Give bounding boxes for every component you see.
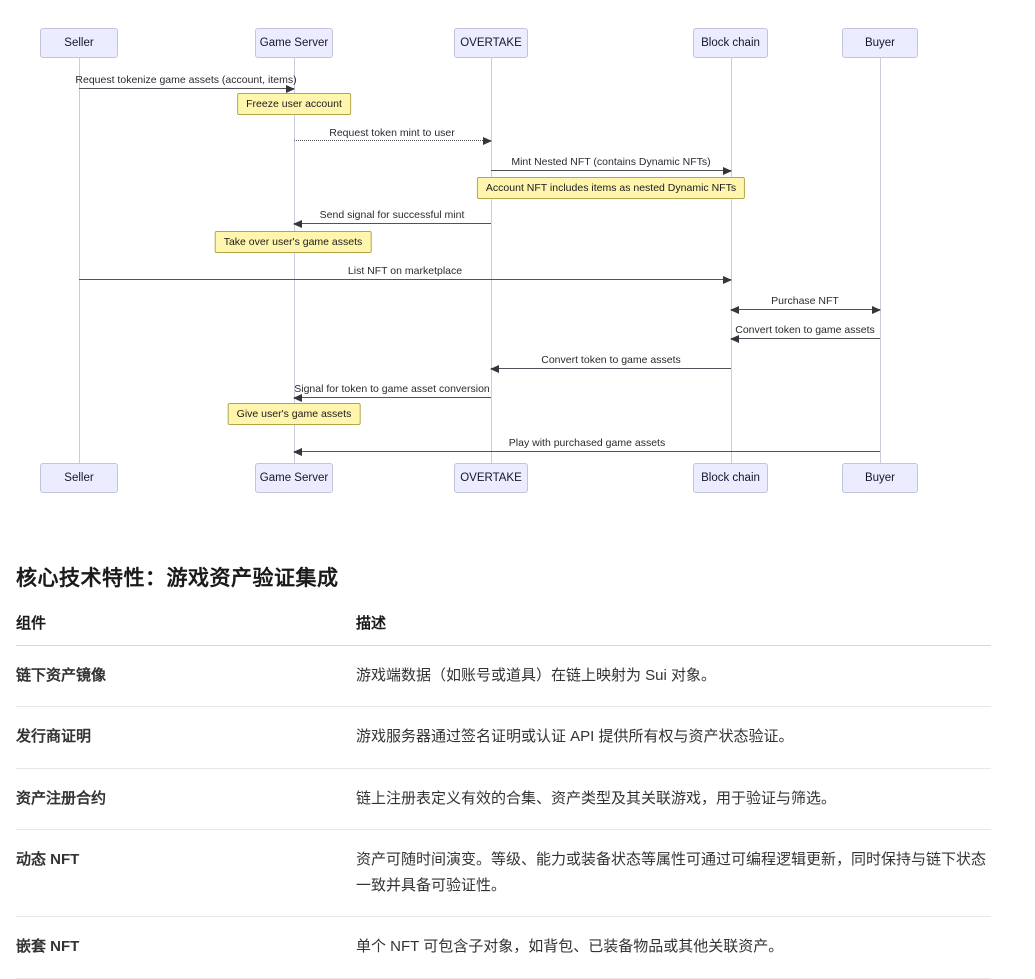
arrowhead-left-icon xyxy=(293,219,302,228)
feature-table: 组件 描述 链下资产镜像 游戏端数据（如账号或道具）在链上映射为 Sui 对象。… xyxy=(16,606,991,979)
lifeline-game-server xyxy=(294,58,295,463)
actor-box-overtake-top: OVERTAKE xyxy=(454,28,528,58)
lifeline-block-chain xyxy=(731,58,732,463)
message-arrow xyxy=(294,136,492,145)
table-row: 嵌套 NFT 单个 NFT 可包含子对象，如背包、已装备物品或其他关联资产。 xyxy=(16,916,991,979)
arrowhead-right-icon xyxy=(483,136,492,145)
message-label: Purchase NFT xyxy=(771,295,839,307)
actor-box-seller-bottom: Seller xyxy=(40,463,118,493)
component-cell: 动态 NFT xyxy=(16,829,356,918)
arrowhead-right-icon xyxy=(723,275,732,284)
component-cell: 资产注册合约 xyxy=(16,768,356,830)
arrowhead-left-icon xyxy=(730,305,739,314)
table-row: 发行商证明 游戏服务器通过签名证明或认证 API 提供所有权与资产状态验证。 xyxy=(16,706,991,769)
note: Take over user's game assets xyxy=(214,231,372,253)
message-arrow xyxy=(79,84,295,93)
component-cell: 嵌套 NFT xyxy=(16,916,356,979)
column-header-component: 组件 xyxy=(16,606,356,646)
actor-box-game-server-bottom: Game Server xyxy=(255,463,333,493)
actor-box-game-server-top: Game Server xyxy=(255,28,333,58)
message-label: Request tokenize game assets (account, i… xyxy=(75,74,297,86)
note: Freeze user account xyxy=(237,93,351,115)
lifeline-seller xyxy=(79,58,80,463)
note: Give user's game assets xyxy=(227,403,361,425)
message-label: Request token mint to user xyxy=(329,127,455,139)
message-arrow xyxy=(490,364,731,373)
message-arrow xyxy=(293,219,491,228)
description-cell: 游戏服务器通过签名证明或认证 API 提供所有权与资产状态验证。 xyxy=(356,706,991,769)
table-row: 资产注册合约 链上注册表定义有效的合集、资产类型及其关联游戏，用于验证与筛选。 xyxy=(16,768,991,830)
description-cell: 单个 NFT 可包含子对象，如背包、已装备物品或其他关联资产。 xyxy=(356,916,991,979)
message-arrow xyxy=(293,393,491,402)
lifeline-overtake xyxy=(491,58,492,463)
actor-box-block-chain-top: Block chain xyxy=(693,28,768,58)
arrowhead-right-icon xyxy=(872,305,881,314)
column-header-description: 描述 xyxy=(356,606,991,646)
table-row: 动态 NFT 资产可随时间演变。等级、能力或装备状态等属性可通过可编程逻辑更新，… xyxy=(16,829,991,918)
arrowhead-right-icon xyxy=(286,84,295,93)
actor-box-buyer-bottom: Buyer xyxy=(842,463,918,493)
section-heading: 核心技术特性：游戏资产验证集成 xyxy=(16,567,339,590)
arrowhead-left-icon xyxy=(293,447,302,456)
message-arrow xyxy=(730,305,881,314)
arrowhead-left-icon xyxy=(293,393,302,402)
message-label: Play with purchased game assets xyxy=(508,437,666,449)
message-label: Send signal for successful mint xyxy=(319,209,465,221)
table-row: 链下资产镜像 游戏端数据（如账号或道具）在链上映射为 Sui 对象。 xyxy=(16,645,991,708)
table-header-row: 组件 描述 xyxy=(16,606,991,646)
arrowhead-right-icon xyxy=(723,166,732,175)
message-arrow xyxy=(293,447,880,456)
message-label: Convert token to game assets xyxy=(541,354,681,366)
message-label: Signal for token to game asset conversio… xyxy=(294,383,490,395)
description-cell: 资产可随时间演变。等级、能力或装备状态等属性可通过可编程逻辑更新，同时保持与链下… xyxy=(356,829,991,918)
actor-box-block-chain-bottom: Block chain xyxy=(693,463,768,493)
description-cell: 游戏端数据（如账号或道具）在链上映射为 Sui 对象。 xyxy=(356,645,991,708)
message-label: Mint Nested NFT (contains Dynamic NFTs) xyxy=(511,156,711,168)
message-arrow xyxy=(491,166,732,175)
actor-box-seller-top: Seller xyxy=(40,28,118,58)
component-cell: 链下资产镜像 xyxy=(16,645,356,708)
message-label: List NFT on marketplace xyxy=(347,265,463,277)
arrowhead-left-icon xyxy=(730,334,739,343)
actor-box-buyer-top: Buyer xyxy=(842,28,918,58)
note: Account NFT includes items as nested Dyn… xyxy=(476,177,746,199)
lifeline-buyer xyxy=(880,58,881,463)
message-arrow xyxy=(79,275,732,284)
actor-box-overtake-bottom: OVERTAKE xyxy=(454,463,528,493)
sequence-diagram: Seller Game Server OVERTAKE Block chain … xyxy=(40,28,918,493)
description-cell: 链上注册表定义有效的合集、资产类型及其关联游戏，用于验证与筛选。 xyxy=(356,768,991,830)
component-cell: 发行商证明 xyxy=(16,706,356,769)
page: Seller Game Server OVERTAKE Block chain … xyxy=(16,28,991,979)
message-arrow xyxy=(730,334,880,343)
arrowhead-left-icon xyxy=(490,364,499,373)
message-label: Convert token to game assets xyxy=(735,324,875,336)
feature-section: 核心技术特性：游戏资产验证集成 组件 描述 链下资产镜像 游戏端数据（如账号或道… xyxy=(0,562,1035,979)
